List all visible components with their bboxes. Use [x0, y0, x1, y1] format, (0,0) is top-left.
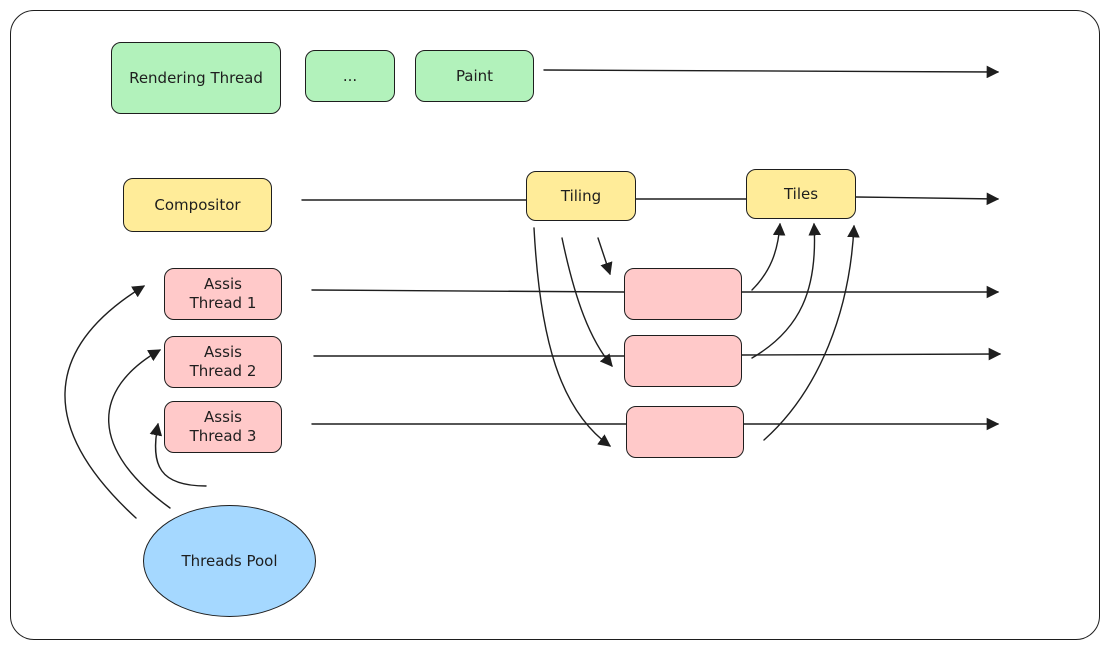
paint-label: Paint	[455, 66, 494, 85]
threads-pool-node: Threads Pool	[143, 505, 316, 617]
assist-thread-1-label: Assis Thread 1	[189, 275, 257, 312]
rendering-thread-node: Rendering Thread	[111, 42, 281, 114]
assist-thread-2-timeline-arrow	[313, 354, 1000, 356]
compositor-timeline-arrow	[301, 197, 998, 200]
assist-thread-3-node: Assis Thread 3	[164, 401, 282, 453]
tile-task-2-node	[624, 335, 742, 387]
assist-thread-2-node: Assis Thread 2	[164, 336, 282, 388]
task-1-to-tiles-arrow	[751, 222, 786, 291]
task-2-to-tiles-arrow	[751, 222, 821, 359]
tiling-node: Tiling	[526, 171, 636, 221]
tile-task-1-node	[624, 268, 742, 320]
threads-pool-label: Threads Pool	[181, 551, 278, 570]
tiling-to-task-2-arrow	[561, 237, 613, 367]
rendering-timeline-arrow	[543, 65, 1000, 79]
assist-thread-2-label: Assis Thread 2	[189, 343, 257, 380]
compositor-label: Compositor	[154, 195, 241, 214]
assist-thread-3-label: Assis Thread 3	[189, 408, 257, 445]
tiles-label: Tiles	[783, 184, 819, 203]
diagram-frame	[10, 10, 1100, 640]
tiling-to-task-3-arrow	[533, 227, 612, 447]
ellipsis-node: ...	[305, 50, 395, 102]
ellipsis-label: ...	[342, 66, 358, 85]
paint-node: Paint	[415, 50, 534, 102]
tile-task-3-node	[626, 406, 744, 458]
pool-to-assist-thread-2-arrow	[108, 349, 171, 509]
pool-to-assist-thread-3-arrow	[149, 422, 207, 487]
task-3-to-tiles-arrow	[763, 224, 860, 441]
tiles-node: Tiles	[746, 169, 856, 219]
rendering-thread-label: Rendering Thread	[129, 68, 263, 87]
assist-thread-1-node: Assis Thread 1	[164, 268, 282, 320]
compositor-node: Compositor	[123, 178, 272, 232]
assist-thread-1-timeline-arrow	[311, 290, 998, 292]
tiling-to-task-1-arrow	[597, 237, 613, 276]
tiling-label: Tiling	[560, 186, 602, 205]
pool-to-assist-thread-1-arrow	[64, 285, 146, 519]
